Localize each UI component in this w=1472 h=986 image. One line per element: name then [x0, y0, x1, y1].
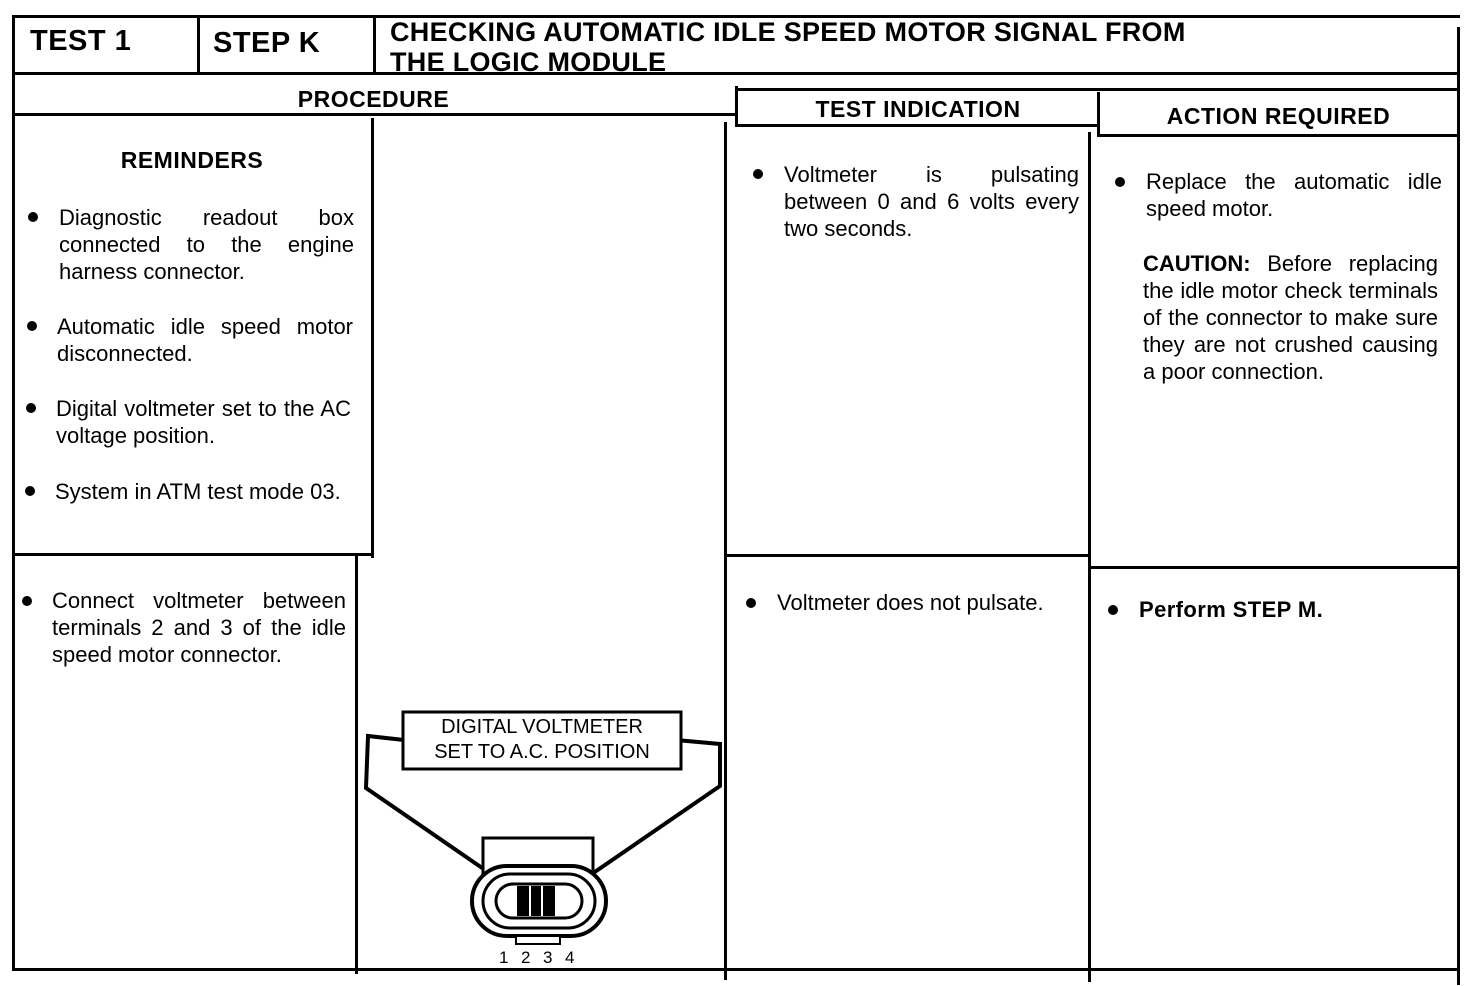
reminders-heading: REMINDERS: [120, 147, 264, 173]
column-header-procedure: PROCEDURE: [297, 86, 450, 112]
reminder-item: Diagnostic readout box connected to the …: [59, 205, 354, 284]
right-probe-lead: [584, 738, 722, 880]
indication-row-rule: [724, 554, 1090, 557]
reminder-item: Automatic idle speed motor disconnected.: [57, 314, 353, 366]
caution-note: CAUTION: Before replacing the idle motor…: [1143, 250, 1438, 385]
terminal-number-1: 1: [499, 948, 509, 967]
test-indication-pulsating: Voltmeter is pulsating between 0 and 6 v…: [784, 162, 1079, 241]
reminder-item: System in ATM test mode 03.: [55, 479, 341, 504]
bullet-icon: [25, 486, 35, 496]
terminal-number-2: 2: [521, 948, 531, 967]
header-divider-2: [373, 15, 376, 75]
header-divider-1: [197, 15, 200, 73]
indication-left-rule: [724, 122, 727, 980]
terminal-number-3: 3: [543, 948, 553, 967]
bullet-icon: [753, 169, 763, 179]
header-bottom-rule: [12, 72, 1460, 75]
frame-left-border: [12, 15, 15, 970]
column-header-test-indication: TEST INDICATION: [815, 96, 1021, 122]
caution-text: Before replacing the idle motor check te…: [1143, 251, 1438, 384]
connector-diagram: [363, 710, 722, 945]
frame-bottom-border: [12, 968, 1460, 971]
caution-label: CAUTION:: [1143, 251, 1251, 276]
test-number: TEST 1: [30, 25, 132, 57]
indication-right-rule: [1088, 132, 1091, 982]
test-indication-no-pulse: Voltmeter does not pulsate.: [777, 590, 1044, 615]
voltmeter-label-line-1: DIGITAL VOLTMETER: [441, 716, 643, 738]
bullet-icon: [1108, 605, 1118, 615]
voltmeter-label-box: [401, 710, 683, 771]
bullet-icon: [746, 598, 756, 608]
column-divider-indication: [735, 86, 738, 126]
reminders-bottom-rule: [12, 553, 374, 556]
step-label: STEP K: [213, 27, 321, 59]
terminal-number-4: 4: [565, 948, 575, 967]
reminder-item: Digital voltmeter set to the AC voltage …: [56, 396, 351, 448]
column-divider-action: [1097, 92, 1100, 136]
column-header-rule-action: [1097, 134, 1460, 137]
bullet-icon: [22, 596, 32, 606]
connector-base-tab: [515, 935, 561, 945]
column-header-rule-procedure: [12, 113, 737, 116]
column-header-rule-indication: [735, 124, 1099, 127]
page-title-line-2: THE LOGIC MODULE: [390, 47, 667, 77]
frame-top-border: [12, 15, 1460, 18]
bullet-icon: [26, 403, 36, 413]
bullet-icon: [27, 321, 37, 331]
frame-right-border: [1457, 27, 1460, 985]
procedure-inner-divider: [371, 118, 374, 558]
column-header-action-required: ACTION REQUIRED: [1166, 103, 1391, 129]
bullet-icon: [28, 212, 38, 222]
procedure-step-text: Connect voltmeter between terminals 2 an…: [52, 588, 346, 667]
left-probe-lead: [363, 733, 490, 874]
action-perform-step-m: Perform STEP M.: [1139, 597, 1324, 622]
column-header-top-rule: [735, 88, 1460, 91]
terminal-block: [517, 886, 555, 916]
page-title-line-1: CHECKING AUTOMATIC IDLE SPEED MOTOR SIGN…: [390, 17, 1186, 47]
action-replace-motor: Replace the automatic idle speed motor.: [1146, 169, 1442, 221]
procedure-lower-divider: [355, 556, 358, 974]
action-row-rule: [1088, 566, 1460, 569]
voltmeter-label-line-2: SET TO A.C. POSITION: [434, 741, 650, 763]
bullet-icon: [1115, 177, 1125, 187]
